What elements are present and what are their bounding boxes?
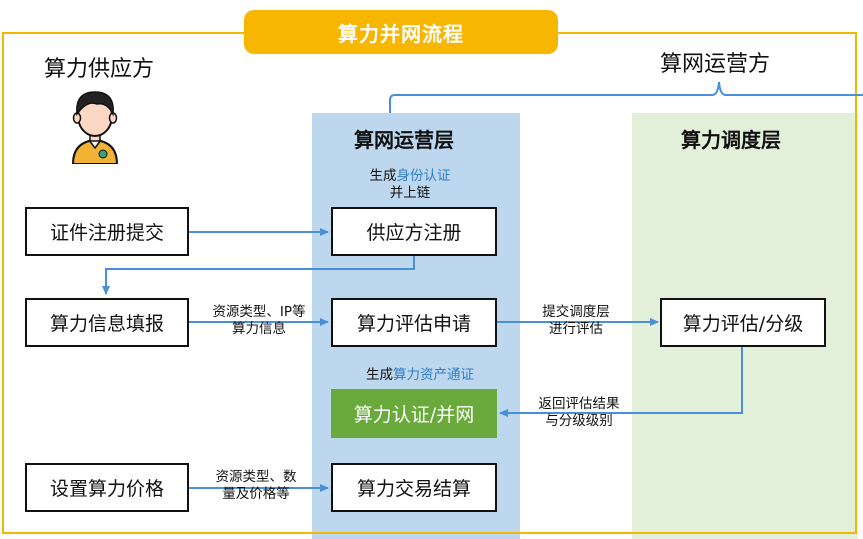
asset-note-highlight: 算力资产通证 <box>393 367 474 383</box>
info-note-line2: 算力信息 <box>232 321 286 337</box>
info-fill-box: 算力信息填报 <box>25 298 189 347</box>
identity-note-highlight: 身份认证 <box>396 168 451 184</box>
price-note-line2: 量及价格等 <box>222 486 290 502</box>
person-avatar-icon <box>67 86 123 165</box>
operator-bracket <box>389 81 863 113</box>
info-note-line1: 资源类型、IP等 <box>212 304 306 320</box>
identity-note-line2: 并上链 <box>389 185 431 201</box>
set-price-box: 设置算力价格 <box>25 463 189 512</box>
arrow-register-to-info <box>102 256 415 295</box>
arrow-grade-to-cert <box>499 347 743 417</box>
return-note-line1: 返回评估结果 <box>538 396 620 412</box>
asset-note: 生成算力资产通证 <box>340 367 500 384</box>
return-note-line2: 与分级级别 <box>545 413 613 429</box>
submit-note: 提交调度层 进行评估 <box>516 304 636 338</box>
eval-apply-box: 算力评估申请 <box>331 298 497 347</box>
cert-network-box: 算力认证/并网 <box>331 389 497 438</box>
trade-settle-box: 算力交易结算 <box>331 463 497 512</box>
price-note: 资源类型、数 量及价格等 <box>194 469 318 503</box>
identity-note-prefix: 生成 <box>369 168 397 184</box>
submit-note-line2: 进行评估 <box>549 321 603 337</box>
identity-note: 生成身份认证 并上链 <box>340 168 480 202</box>
supplier-register-box: 供应方注册 <box>331 207 497 256</box>
price-note-line1: 资源类型、数 <box>215 469 297 485</box>
cert-submit-box: 证件注册提交 <box>25 207 189 256</box>
operator-label: 算网运营方 <box>660 52 771 77</box>
asset-note-prefix: 生成 <box>366 367 393 383</box>
sched-layer-title: 算力调度层 <box>681 128 781 152</box>
info-note: 资源类型、IP等 算力信息 <box>190 304 328 338</box>
eval-grade-box: 算力评估/分级 <box>660 298 826 347</box>
ops-layer-title: 算网运营层 <box>354 128 454 152</box>
page-title: 算力并网流程 <box>244 10 558 54</box>
supplier-label: 算力供应方 <box>44 57 155 82</box>
return-note: 返回评估结果 与分级级别 <box>516 396 642 430</box>
submit-note-line1: 提交调度层 <box>542 304 610 320</box>
